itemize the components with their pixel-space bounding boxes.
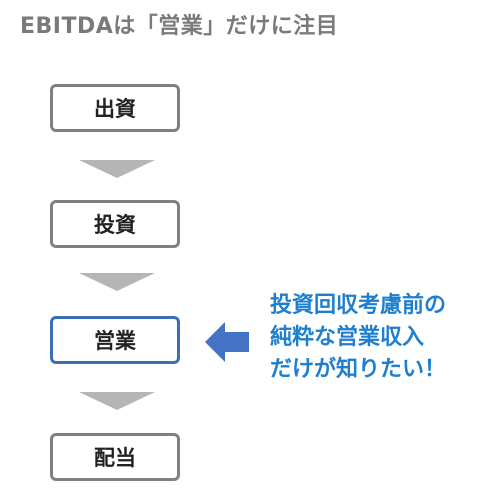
down-arrow-1 bbox=[79, 160, 155, 178]
step-box-dividend: 配当 bbox=[50, 433, 180, 481]
callout-line-1: 投資回収考慮前の bbox=[270, 293, 447, 318]
step-box-operations: 営業 bbox=[50, 316, 180, 364]
step-box-investment: 投資 bbox=[50, 200, 180, 248]
page-title: EBITDAは「営業」だけに注目 bbox=[20, 14, 339, 39]
callout-line-3: だけが知りたい！ bbox=[270, 356, 447, 382]
callout-text: 投資回収考慮前の 純粋な営業収入 だけが知りたい！ bbox=[270, 290, 490, 386]
down-arrow-3 bbox=[79, 392, 155, 410]
left-arrow-icon bbox=[205, 322, 249, 362]
callout-line-2: 純粋な営業収入 bbox=[270, 324, 425, 350]
down-arrow-2 bbox=[79, 273, 155, 291]
step-box-capital: 出資 bbox=[50, 84, 180, 132]
